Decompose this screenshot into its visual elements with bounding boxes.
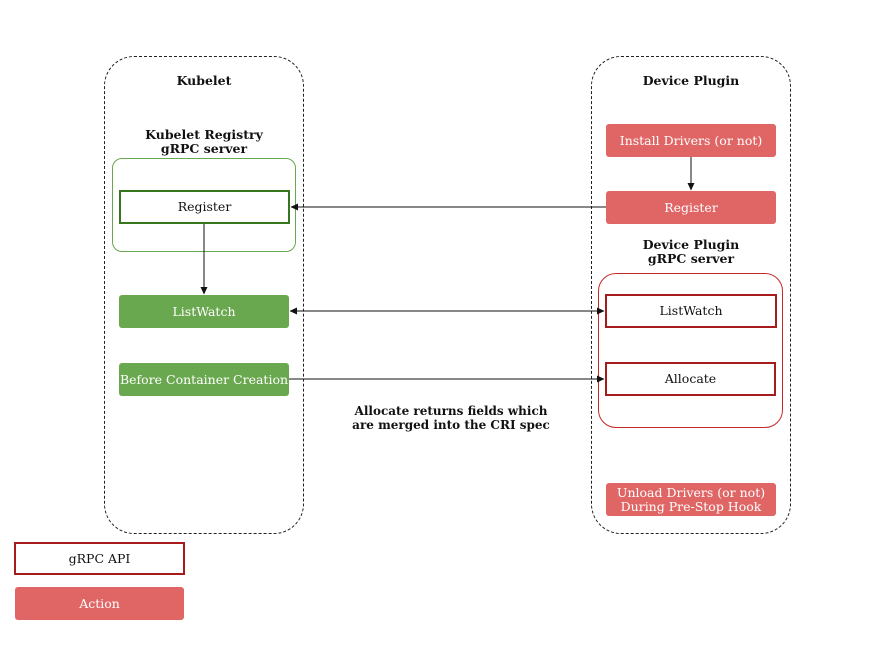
device-plugin-server-title-line2: gRPC server xyxy=(647,251,735,266)
device-plugin-server-title: Device Plugin gRPC server xyxy=(591,238,791,266)
legend-grpc-api: gRPC API xyxy=(14,542,185,575)
kubelet-listwatch-action[interactable]: ListWatch xyxy=(119,295,289,328)
legend-action: Action xyxy=(15,587,184,620)
device-plugin-register-action[interactable]: Register xyxy=(606,191,776,224)
before-container-creation-action[interactable]: Before Container Creation xyxy=(119,363,289,396)
device-plugin-group xyxy=(591,56,791,534)
allocate-note-line1: Allocate returns fields which xyxy=(354,404,548,418)
kubelet-group xyxy=(104,56,304,534)
kubelet-registry-title-line1: Kubelet Registry xyxy=(145,127,263,142)
kubelet-registry-title-line2: gRPC server xyxy=(160,141,248,156)
install-drivers-action[interactable]: Install Drivers (or not) xyxy=(606,124,776,157)
unload-drivers-line1: Unload Drivers (or not) xyxy=(616,484,766,500)
unload-drivers-line2: During Pre-Stop Hook xyxy=(620,498,762,514)
kubelet-registry-title: Kubelet Registry gRPC server xyxy=(104,128,304,156)
device-plugin-grpc-server xyxy=(598,273,783,428)
device-plugin-listwatch-api[interactable]: ListWatch xyxy=(605,294,777,328)
allocate-note-line2: are merged into the CRI spec xyxy=(352,418,550,432)
device-plugin-title: Device Plugin xyxy=(642,73,740,88)
kubelet-title: Kubelet xyxy=(176,73,232,88)
allocate-note: Allocate returns fields which are merged… xyxy=(340,404,562,432)
allocate-api[interactable]: Allocate xyxy=(605,362,776,396)
unload-drivers-action[interactable]: Unload Drivers (or not) During Pre-Stop … xyxy=(606,483,776,516)
device-plugin-server-title-line1: Device Plugin xyxy=(642,237,740,252)
kubelet-register-api[interactable]: Register xyxy=(119,190,290,224)
